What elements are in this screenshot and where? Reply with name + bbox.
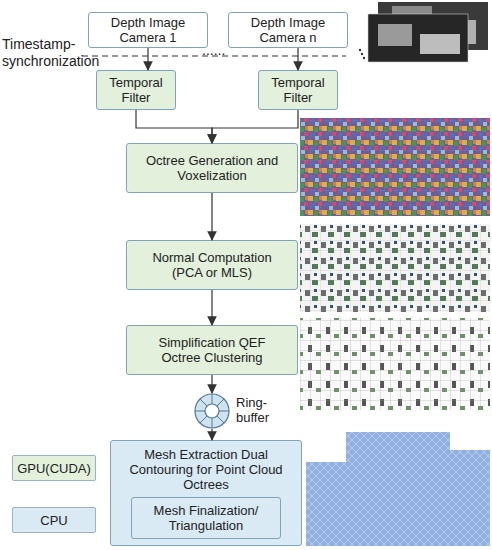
flow-arrow [211,193,212,240]
legend-swatch: GPU(CUDA) [12,455,96,481]
process-box: Simplification QEF Octree Clustering [126,325,298,375]
process-box: Depth Image Camera 1 [88,12,208,48]
flow-arrow [147,48,148,70]
process-box: Temporal Filter [258,70,338,110]
depth-image-thumbnail [359,2,488,62]
ellipsis-label: ...... [202,42,232,59]
legend-text: CPU [40,513,67,528]
flow-arrow [297,48,298,70]
process-box: Depth Image Camera n [228,12,348,48]
simplified-octree-image [300,318,490,410]
process-box: Mesh Finalization/ Triangulation [131,497,281,539]
box-text: Mesh Finalization/ Triangulation [132,503,280,533]
legend-text: GPU(CUDA) [17,461,91,476]
legend-swatch: CPU [12,507,96,533]
ring-buffer-node: Ring-buffer [194,393,230,429]
process-box: Normal Computation (PCA or MLS) [126,240,298,290]
flow-arrow [212,110,298,143]
ring-buffer-symbol [194,393,230,429]
flow-arrow [211,375,212,393]
process-box: Temporal Filter [96,70,176,110]
process-box: Mesh Extraction Dual Contouring for Poin… [110,440,302,546]
flow-arrow [211,290,212,325]
box-text: Temporal Filter [97,75,175,105]
box-text: Depth Image Camera n [229,15,347,45]
flow-arrow [211,429,212,440]
mesh-image [306,432,490,546]
box-text: Mesh Extraction Dual Contouring for Poin… [126,447,286,492]
box-text: Temporal Filter [259,75,337,105]
sync-label: Timestamp-synchronization [2,36,82,70]
box-text: Depth Image Camera 1 [89,15,207,45]
box-text: Simplification QEF Octree Clustering [139,335,285,365]
normals-image [300,224,490,312]
process-box: Octree Generation and Voxelization [126,143,298,193]
box-text: Octree Generation and Voxelization [139,153,285,183]
node-label: Ring-buffer [236,395,286,425]
point-cloud-octree-image [300,118,490,216]
flow-arrow [136,110,212,143]
box-text: Normal Computation (PCA or MLS) [139,250,285,280]
